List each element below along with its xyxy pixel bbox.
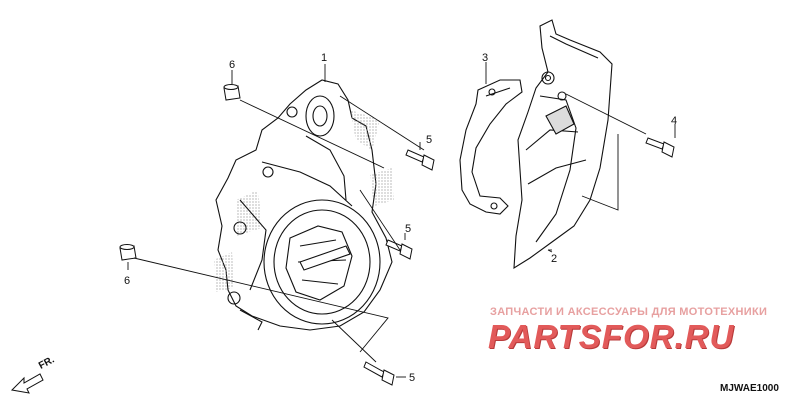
callout-6-lower: 6 [124, 275, 130, 287]
bolt-5-middle [385, 239, 413, 260]
bolt-5-upper [405, 149, 435, 171]
callout-3: 3 [482, 52, 488, 64]
generator-cover-part-1 [214, 79, 394, 331]
watermark-logo: PARTSFOR.RU [488, 318, 735, 355]
dowel-pin-6-lower [119, 244, 137, 261]
callout-5-middle: 5 [405, 223, 411, 235]
sprocket-cover-part-2 [513, 19, 613, 270]
bolt-5-lower [363, 361, 395, 386]
diagram-code: MJWAE1000 [720, 383, 779, 394]
callout-5-upper: 5 [426, 134, 432, 146]
callout-4: 4 [671, 115, 677, 127]
guide-plate-part-3 [459, 79, 523, 215]
callout-1: 1 [321, 52, 327, 64]
bolt-4 [645, 137, 675, 158]
callout-6-upper: 6 [229, 59, 235, 71]
leader-lines [127, 62, 676, 378]
watermark-tagline: ЗАПЧАСТИ И АКСЕССУАРЫ ДЛЯ МОТОТЕХНИКИ [490, 306, 768, 318]
dowel-pin-6-upper [223, 84, 241, 101]
front-direction-arrow-icon [10, 373, 44, 394]
callout-2: 2 [551, 253, 557, 265]
callout-5-lower: 5 [409, 372, 415, 384]
